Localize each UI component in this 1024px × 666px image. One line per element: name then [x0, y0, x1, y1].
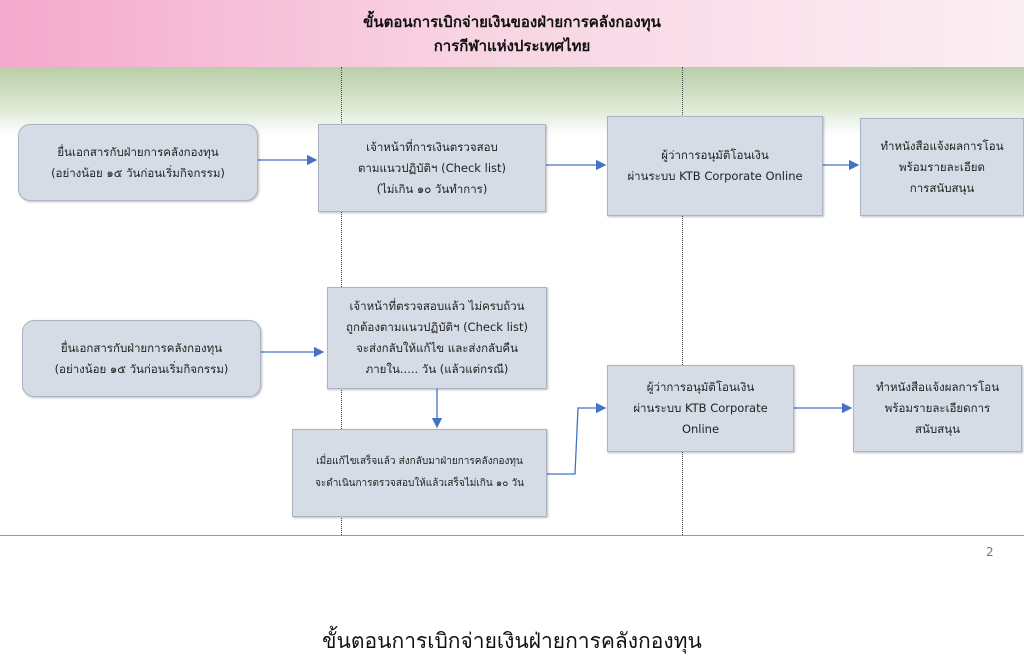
box-text: (อย่างน้อย ๑๕ วันก่อนเริ่มกิจกรรม)	[54, 361, 229, 376]
row1-check-box: เจ้าหน้าที่การเงินตรวจสอบตามแนวปฏิบัติฯ …	[318, 124, 546, 212]
box-text: จะดำเนินการตรวจสอบให้แล้วเสร็จไม่เกิน ๑๐…	[315, 478, 524, 489]
box-text: เจ้าหน้าที่ตรวจสอบแล้ว ไม่ครบถ้วน	[349, 299, 525, 313]
row2-approve-box: ผู้ว่าการอนุมัติโอนเงินผ่านระบบ KTB Corp…	[607, 365, 794, 452]
box-text: พร้อมรายละเอียดการ	[884, 401, 991, 415]
box-text: ถูกต้องตามแนวปฏิบัติฯ (Check list)	[346, 320, 528, 334]
row1-notify-box: ทำหนังสือแจ้งผลการโอนพร้อมรายละเอียดการส…	[860, 118, 1024, 216]
box-text: การสนับสนุน	[909, 180, 975, 195]
box-text: เมื่อแก้ไขเสร็จแล้ว ส่งกลับมาฝ่ายการคลัง…	[316, 456, 523, 467]
box-text: ผ่านระบบ KTB Corporate	[633, 401, 768, 415]
page-number: 2	[986, 545, 994, 559]
row2-notify-box: ทำหนังสือแจ้งผลการโอนพร้อมรายละเอียดการส…	[853, 365, 1022, 452]
box-text: (ไม่เกิน ๑๐ วันทำการ)	[376, 181, 488, 196]
row2-resubmit-box: เมื่อแก้ไขเสร็จแล้ว ส่งกลับมาฝ่ายการคลัง…	[292, 429, 547, 517]
box-text: ตามแนวปฏิบัติฯ (Check list)	[357, 160, 507, 175]
box-text: ทำหนังสือแจ้งผลการโอน	[875, 380, 1000, 394]
row2-submit-box: ยื่นเอกสารกับฝ่ายการคลังกองทุน (อย่างน้อย…	[22, 320, 261, 397]
title-line-2: การกีฬาแห่งประเทศไทย	[433, 37, 591, 55]
caption: ขั้นตอนการเบิกจ่ายเงินฝ่ายการคลังกองทุน	[322, 629, 702, 653]
row1-submit-box: ยื่นเอกสารกับฝ่ายการคลังกองทุน (อย่างน้อย…	[18, 124, 258, 201]
green-band	[0, 67, 1024, 135]
box-text: ผู้ว่าการอนุมัติโอนเงิน	[646, 380, 755, 394]
box-text: จะส่งกลับให้แก้ไข และส่งกลับคืน	[356, 341, 518, 355]
box-text: เจ้าหน้าที่การเงินตรวจสอบ	[366, 139, 498, 154]
box-text: ภายใน..... วัน (แล้วแต่กรณี)	[365, 362, 509, 376]
header-banner: ขั้นตอนการเบิกจ่ายเงินของฝ่ายการคลังกองท…	[0, 0, 1024, 67]
box-text: ยื่นเอกสารกับฝ่ายการคลังกองทุน	[57, 144, 219, 159]
row2-check-box: เจ้าหน้าที่ตรวจสอบแล้ว ไม่ครบถ้วนถูกต้อง…	[327, 287, 547, 389]
row1-approve-box: ผู้ว่าการอนุมัติโอนเงินผ่านระบบ KTB Corp…	[607, 116, 823, 216]
arrow	[545, 402, 607, 475]
lane-divider	[682, 67, 683, 535]
box-text: ยื่นเอกสารกับฝ่ายการคลังกองทุน	[60, 340, 223, 355]
box-text: ผ่านระบบ KTB Corporate Online	[627, 169, 803, 183]
box-text: ผู้ว่าการอนุมัติโอนเงิน	[661, 148, 769, 162]
box-text: (อย่างน้อย ๑๕ วันก่อนเริ่มกิจกรรม)	[51, 165, 225, 180]
box-text: สนับสนุน	[915, 422, 960, 436]
box-text: ทำหนังสือแจ้งผลการโอน	[880, 138, 1004, 153]
flow-area	[0, 135, 1024, 536]
box-text: Online	[681, 422, 720, 436]
box-text: พร้อมรายละเอียด	[899, 159, 985, 174]
title-line-1: ขั้นตอนการเบิกจ่ายเงินของฝ่ายการคลังกองท…	[363, 13, 661, 31]
